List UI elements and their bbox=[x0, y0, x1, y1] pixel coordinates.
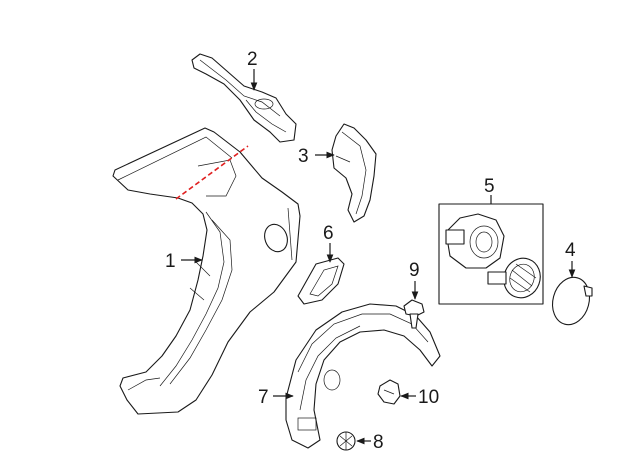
callout-4: 4 bbox=[565, 240, 576, 261]
callout-8: 8 bbox=[373, 432, 384, 453]
callout-9: 9 bbox=[409, 260, 420, 281]
callout-2: 2 bbox=[247, 49, 258, 70]
callout-10: 10 bbox=[418, 387, 439, 408]
callout-5: 5 bbox=[484, 176, 495, 197]
quarter-panel bbox=[112, 127, 301, 415]
callout-6: 6 bbox=[323, 223, 334, 244]
clip bbox=[403, 299, 425, 329]
cut-line bbox=[175, 145, 249, 200]
grommet bbox=[377, 379, 401, 405]
fuel-door-insert bbox=[487, 257, 541, 299]
callout-1: 1 bbox=[165, 251, 176, 272]
callout-7: 7 bbox=[258, 387, 269, 408]
bracket bbox=[331, 123, 377, 223]
fuel-door-housing-assembly bbox=[438, 203, 544, 305]
fuel-door bbox=[551, 276, 593, 326]
inner-panel bbox=[191, 53, 297, 143]
wheel-liner bbox=[285, 303, 441, 449]
callout-3: 3 bbox=[298, 146, 309, 167]
pocket bbox=[297, 257, 345, 305]
fuel-door-housing bbox=[445, 213, 505, 269]
push-pin bbox=[336, 431, 356, 451]
